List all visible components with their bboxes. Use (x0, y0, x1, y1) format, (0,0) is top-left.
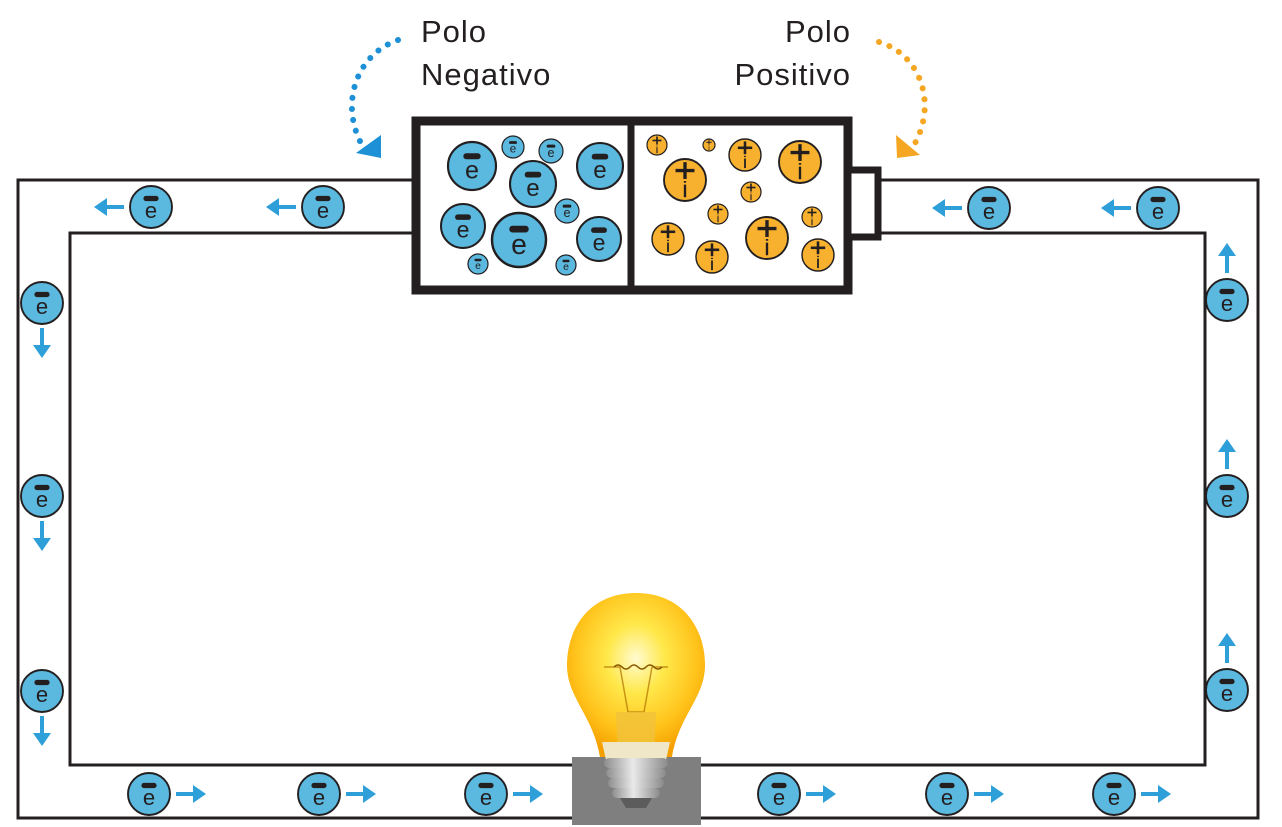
electron-symbol: e (563, 206, 570, 220)
electron-icon: e (501, 135, 525, 159)
bulb-glass (567, 593, 705, 757)
electron-symbol: e (593, 157, 606, 184)
electron-symbol: e (983, 199, 995, 224)
positive-pole-label-line1: Polo (785, 14, 851, 49)
electron-symbol: e (563, 261, 569, 273)
electron-symbol: e (457, 216, 470, 242)
electron-icon: e (20, 669, 64, 713)
flow-arrow-icon (33, 328, 51, 358)
electron-icon: e (127, 772, 171, 816)
electron-symbol: e (510, 144, 516, 156)
flow-arrow-icon (33, 716, 51, 746)
electron-icon: e (575, 141, 625, 191)
positive-ion-icon (707, 203, 729, 225)
electron-icon: e (554, 198, 580, 224)
electron-icon: e (467, 253, 489, 275)
positive-cell (646, 134, 835, 274)
electron-icon: e (925, 772, 969, 816)
negative-pole-label: Polo Negativo (421, 14, 551, 92)
positive-ion-icon (646, 134, 668, 156)
electron-symbol: e (475, 260, 481, 272)
flow-arrow-icon (346, 785, 376, 803)
electron-icon: e (757, 772, 801, 816)
electron-icon: e (297, 772, 341, 816)
electron-symbol: e (145, 198, 157, 223)
flow-arrow-icon (1141, 785, 1171, 803)
electron-icon: e (464, 772, 508, 816)
flow-arrow-icon (513, 785, 543, 803)
electron-symbol: e (593, 229, 606, 255)
positive-ion-icon (728, 138, 762, 172)
electron-icon: e (508, 159, 558, 209)
electron-symbol: e (773, 785, 785, 810)
electron-icon: e (490, 211, 548, 269)
electron-symbol: e (1152, 199, 1164, 224)
flow-arrow-icon (1101, 199, 1131, 217)
electron-icon: e (1205, 474, 1249, 518)
electron-symbol: e (1221, 681, 1233, 706)
electron-icon: e (1205, 668, 1249, 712)
positive-ion-icon (801, 206, 823, 228)
electron-icon: e (1205, 278, 1249, 322)
positive-ion-icon (651, 222, 685, 256)
electron-symbol: e (313, 785, 325, 810)
electron-icon: e (1136, 186, 1180, 230)
positive-pole-label: Polo Positivo (734, 14, 851, 92)
electron-symbol: e (36, 682, 48, 707)
flow-arrow-icon (974, 785, 1004, 803)
electron-icon: e (440, 203, 486, 249)
flow-arrow-icon (806, 785, 836, 803)
electron-icon: e (967, 186, 1011, 230)
electron-symbol: e (480, 785, 492, 810)
flow-arrow-icon (266, 198, 296, 216)
positive-pole-label-line2: Positivo (734, 57, 851, 92)
electron-symbol: e (526, 175, 539, 202)
positive-ion-icon (663, 158, 707, 202)
flow-arrow-icon (176, 785, 206, 803)
flow-arrow-icon (1218, 439, 1236, 469)
positive-ion-icon (801, 238, 835, 272)
wire-electrons: e e e e e e e e e e e e e e e e (20, 185, 1249, 816)
electron-symbol: e (547, 146, 554, 160)
electron-symbol: e (36, 487, 48, 512)
positive-ion-icon (695, 240, 729, 274)
positive-ion-icon (745, 216, 789, 260)
positive-ion-icon (778, 140, 822, 184)
electron-icon: e (446, 140, 498, 192)
electron-icon: e (555, 254, 577, 276)
flow-arrow-icon (932, 199, 962, 217)
electron-symbol: e (465, 156, 479, 184)
electron-icon: e (1092, 772, 1136, 816)
electron-icon: e (129, 185, 173, 229)
electron-symbol: e (941, 785, 953, 810)
positive-ion-icon (702, 138, 716, 152)
electron-icon: e (538, 138, 564, 164)
electron-symbol: e (1221, 487, 1233, 512)
electron-symbol: e (317, 198, 329, 223)
flow-arrow-icon (94, 198, 124, 216)
flow-arrow-icon (1218, 633, 1236, 663)
electron-icon: e (20, 474, 64, 518)
electron-symbol: e (1108, 785, 1120, 810)
flow-arrow-icon (33, 521, 51, 551)
negative-pole-label-line2: Negativo (421, 57, 551, 92)
positive-ion-icon (740, 181, 762, 203)
negative-pole-label-line1: Polo (421, 14, 487, 49)
electron-symbol: e (1221, 291, 1233, 316)
flow-arrow-icon (1218, 243, 1236, 273)
electron-icon: e (20, 281, 64, 325)
positive-pole-dotted-arrow (876, 39, 928, 158)
negative-pole-dotted-arrow (349, 37, 401, 158)
electron-symbol: e (143, 785, 155, 810)
electron-symbol: e (511, 229, 527, 261)
electron-symbol: e (36, 294, 48, 319)
electron-icon: e (576, 216, 622, 262)
electron-icon: e (301, 185, 345, 229)
light-bulb-icon (567, 593, 705, 825)
